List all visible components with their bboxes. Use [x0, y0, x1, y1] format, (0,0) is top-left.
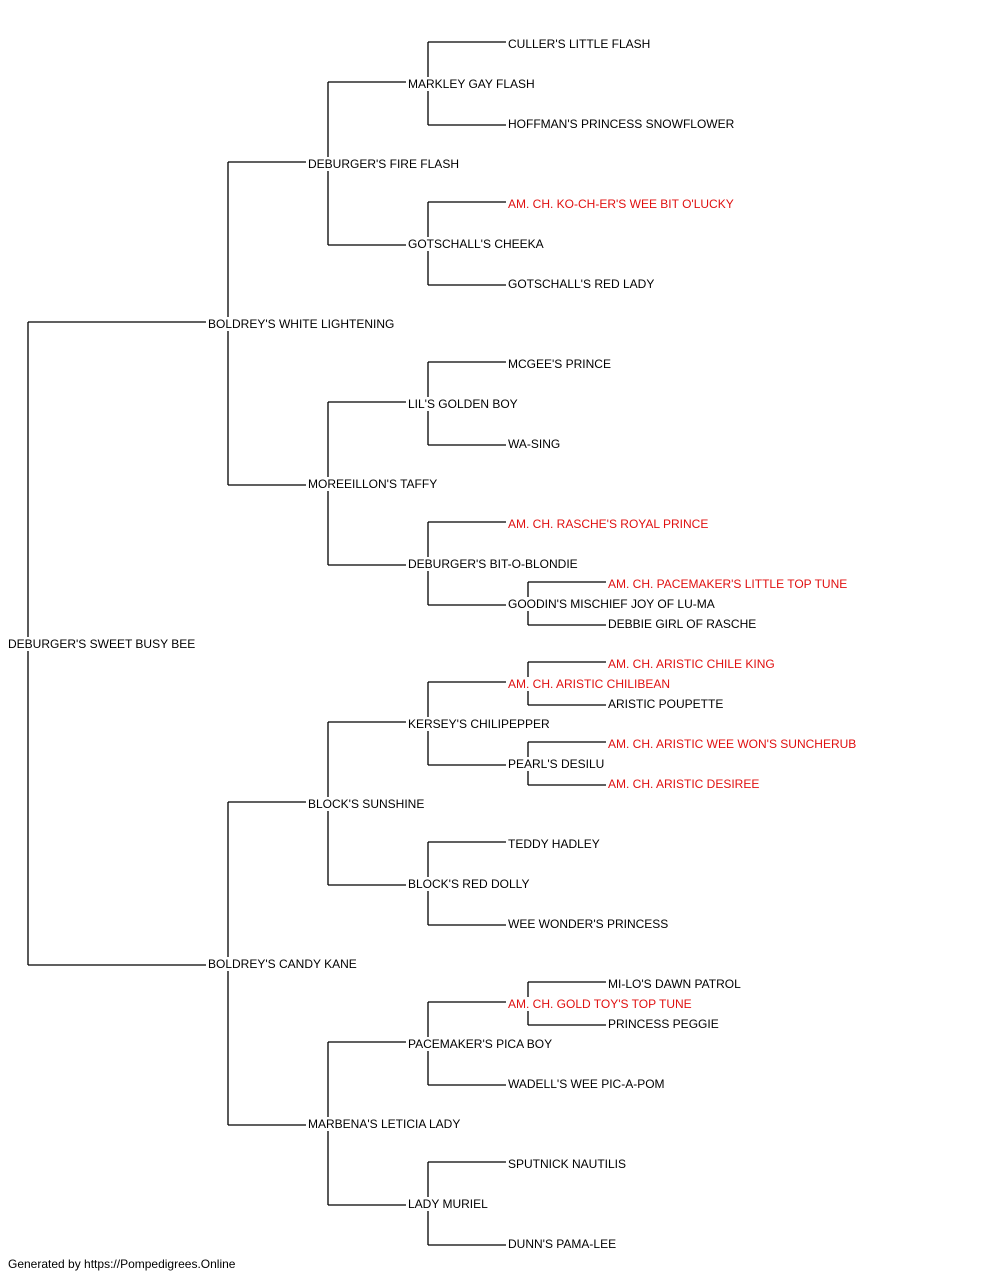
dog-name-dam-sire-sire-dam: PEARL'S DESILU: [508, 757, 607, 771]
dog-name-sire-sire-sire-dam: HOFFMAN'S PRINCESS SNOWFLOWER: [508, 117, 737, 131]
dog-name-sire-sire-dam-sire: AM. CH. KO-CH-ER'S WEE BIT O'LUCKY: [508, 197, 736, 211]
dog-name-dam-sire-dam-dam: WEE WONDER'S PRINCESS: [508, 917, 671, 931]
dog-name-dam-sire-sire-dam-dam: AM. CH. ARISTIC DESIREE: [608, 777, 762, 791]
dog-name-sire-dam: MOREEILLON'S TAFFY: [308, 477, 440, 491]
dog-name-sire-sire-sire: MARKLEY GAY FLASH: [408, 77, 537, 91]
dog-name-sire-dam-sire-sire: MCGEE'S PRINCE: [508, 357, 613, 371]
dog-name-dam-sire: BLOCK'S SUNSHINE: [308, 797, 427, 811]
dog-name-sire-sire-dam-dam: GOTSCHALL'S RED LADY: [508, 277, 657, 291]
dog-name-dam-dam-sire-sire-dam: PRINCESS PEGGIE: [608, 1017, 721, 1031]
dog-name-dam-sire-sire-dam-sire: AM. CH. ARISTIC WEE WON'S SUNCHERUB: [608, 737, 859, 751]
dog-name-dam-sire-sire-sire-sire: AM. CH. ARISTIC CHILE KING: [608, 657, 777, 671]
dog-name-sire-sire: DEBURGER'S FIRE FLASH: [308, 157, 461, 171]
dog-name-dam-sire-dam-sire: TEDDY HADLEY: [508, 837, 602, 851]
footer-credit: Generated by https://Pompedigrees.Online: [8, 1257, 236, 1271]
dog-name-sire-dam-sire: LIL'S GOLDEN BOY: [408, 397, 520, 411]
dog-name-sire-dam-dam-dam: GOODIN'S MISCHIEF JOY OF LU-MA: [508, 597, 717, 611]
dog-name-sire-dam-dam-dam-sire: AM. CH. PACEMAKER'S LITTLE TOP TUNE: [608, 577, 850, 591]
dog-name-dam-dam-dam-sire: SPUTNICK NAUTILIS: [508, 1157, 629, 1171]
dog-name-dam-sire-dam: BLOCK'S RED DOLLY: [408, 877, 532, 891]
dog-name-dam: BOLDREY'S CANDY KANE: [208, 957, 359, 971]
dog-name-sire: BOLDREY'S WHITE LIGHTENING: [208, 317, 397, 331]
dog-name-dam-dam: MARBENA'S LETICIA LADY: [308, 1117, 463, 1131]
dog-name-dam-dam-dam: LADY MURIEL: [408, 1197, 490, 1211]
dog-name-sire-dam-sire-dam: WA-SING: [508, 437, 563, 451]
dog-name-sire-dam-dam: DEBURGER'S BIT-O-BLONDIE: [408, 557, 580, 571]
dog-name-dam-dam-sire: PACEMAKER'S PICA BOY: [408, 1037, 555, 1051]
dog-name-sire-sire-dam: GOTSCHALL'S CHEEKA: [408, 237, 546, 251]
dog-name-dam-dam-dam-dam: DUNN'S PAMA-LEE: [508, 1237, 619, 1251]
dog-name-root: DEBURGER'S SWEET BUSY BEE: [8, 637, 198, 651]
dog-name-dam-sire-sire-sire: AM. CH. ARISTIC CHILIBEAN: [508, 677, 673, 691]
dog-name-dam-dam-sire-dam: WADELL'S WEE PIC-A-POM: [508, 1077, 667, 1091]
dog-name-sire-dam-dam-sire: AM. CH. RASCHE'S ROYAL PRINCE: [508, 517, 711, 531]
dog-name-sire-dam-dam-dam-dam: DEBBIE GIRL OF RASCHE: [608, 617, 759, 631]
dog-name-dam-sire-sire-sire-dam: ARISTIC POUPETTE: [608, 697, 726, 711]
dog-name-dam-sire-sire: KERSEY'S CHILIPEPPER: [408, 717, 552, 731]
dog-name-dam-dam-sire-sire: AM. CH. GOLD TOY'S TOP TUNE: [508, 997, 694, 1011]
dog-name-sire-sire-sire-sire: CULLER'S LITTLE FLASH: [508, 37, 653, 51]
dog-name-dam-dam-sire-sire-sire: MI-LO'S DAWN PATROL: [608, 977, 743, 991]
